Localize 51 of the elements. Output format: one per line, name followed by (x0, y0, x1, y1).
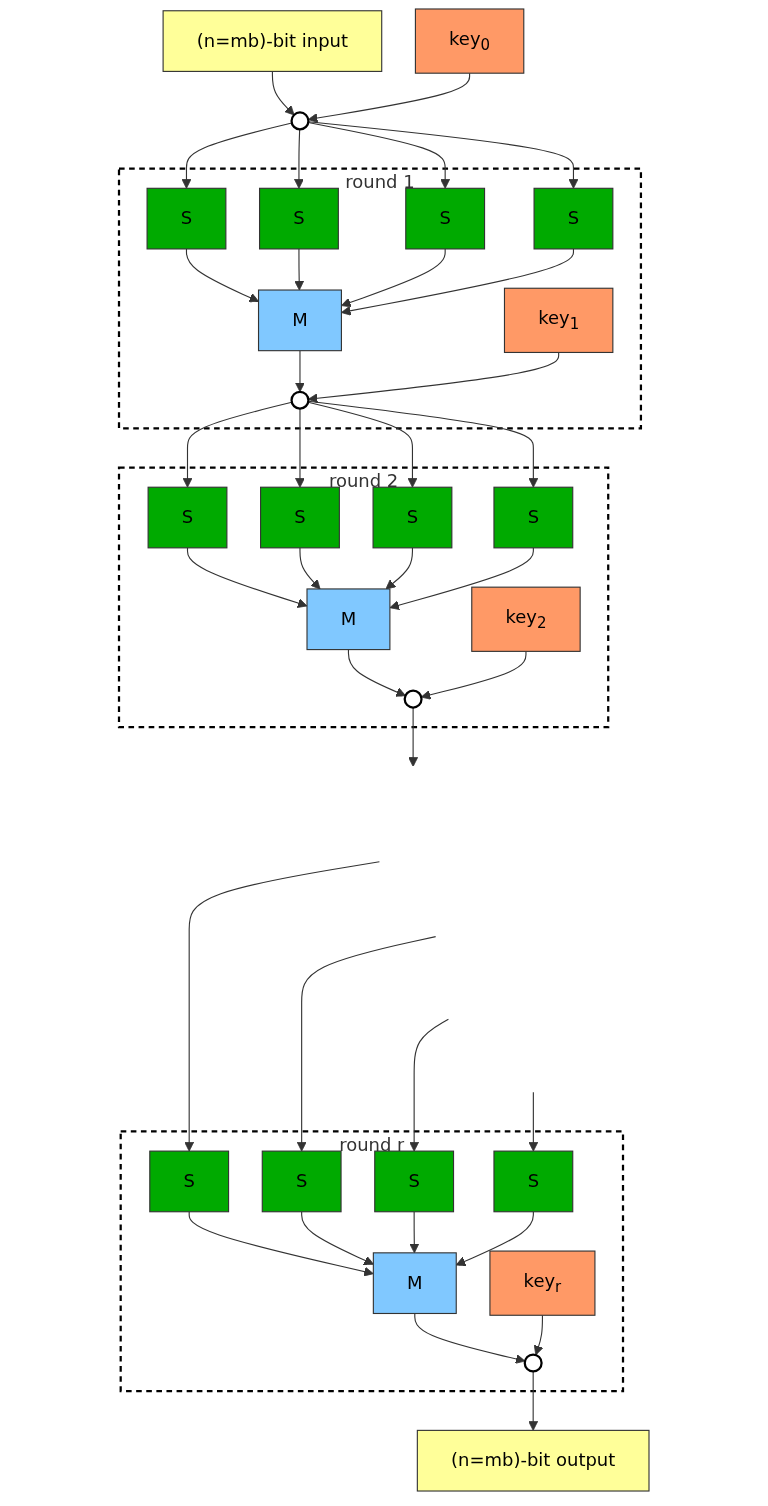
mix-box: M (306, 588, 391, 651)
arrow (182, 401, 293, 488)
arrow (301, 1211, 374, 1265)
arrow (389, 547, 534, 610)
data-box: (n=mb)-bit output (416, 1429, 650, 1492)
arrow (409, 1211, 420, 1254)
xor-circle (290, 390, 310, 410)
sbox-box: S (533, 187, 614, 250)
arrow (307, 400, 539, 488)
arrow (347, 649, 406, 697)
arrow (533, 1314, 544, 1356)
arrow (294, 248, 305, 291)
sbox-box: S (261, 1150, 342, 1213)
xor-circle (403, 689, 423, 709)
key-box: key$_{r}$ (489, 1250, 596, 1316)
arrow (307, 121, 451, 189)
arrow (296, 936, 437, 1152)
arrow (271, 70, 295, 116)
xor-circle (523, 1353, 543, 1373)
sbox-box: S (493, 486, 574, 549)
arrow (299, 547, 321, 590)
arrow (385, 547, 413, 590)
arrow (528, 1091, 539, 1152)
key-box: key$_{0}$ (414, 8, 525, 74)
sbox-box: S (372, 486, 453, 549)
sbox-box: S (146, 187, 227, 250)
xor-circle (290, 111, 310, 131)
key-box: key$_{2}$ (471, 586, 581, 652)
arrow (188, 1211, 374, 1277)
arrow (307, 72, 471, 123)
arrow (184, 861, 380, 1152)
arrow (307, 351, 560, 404)
arrow (307, 401, 418, 488)
key-box: key$_{1}$ (503, 287, 614, 353)
sbox-box: S (259, 187, 339, 250)
sbox-box: S (405, 187, 486, 250)
arrow (420, 650, 527, 700)
sbox-box: S (149, 1150, 230, 1213)
arrow (295, 408, 305, 488)
mix-box: M (257, 289, 342, 352)
sbox-box: S (374, 1150, 455, 1213)
arrow (414, 1312, 526, 1364)
sbox-box: S (147, 486, 228, 549)
sbox-box: S (493, 1150, 574, 1213)
mix-box: M (372, 1252, 457, 1315)
arrow (409, 1018, 449, 1152)
arrow (181, 122, 293, 189)
data-box: (n=mb)-bit input (162, 10, 383, 72)
arrow (186, 547, 308, 608)
sbox-box: S (260, 486, 340, 549)
arrow (185, 248, 259, 303)
